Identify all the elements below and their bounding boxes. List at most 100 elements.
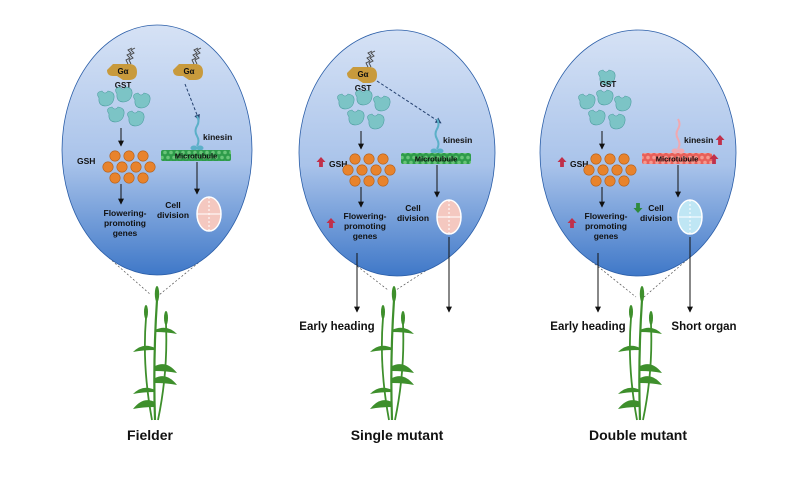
microtubule-label: Microtubule — [656, 155, 699, 164]
dividing-cell-icon — [677, 199, 703, 235]
galpha-gst-complex: Gα — [107, 47, 137, 80]
leaf — [618, 345, 640, 352]
cell-division-label: division — [640, 213, 672, 223]
leaf — [640, 376, 662, 385]
galpha-free: Gα — [173, 47, 203, 80]
cell-division-label: Cell — [165, 200, 181, 210]
gsh-molecule — [625, 164, 637, 176]
flowering-genes-label: genes — [594, 231, 619, 241]
gsh-molecule — [144, 161, 156, 173]
dashed-arrow — [184, 83, 200, 121]
gsh-molecule — [356, 164, 368, 176]
gsh-label: GSH — [77, 156, 95, 166]
gst-protein — [347, 109, 365, 126]
leaf — [155, 327, 177, 334]
leaf — [392, 364, 414, 373]
gsh-molecule — [618, 175, 630, 187]
up-arrow-icon — [715, 135, 725, 145]
gst-protein — [133, 92, 151, 109]
lipid-anchor-icon — [191, 47, 199, 65]
dashed-arrow — [376, 80, 442, 124]
galpha-label: Gα — [117, 67, 128, 76]
gst-protein — [355, 89, 373, 106]
gsh-molecule — [123, 150, 135, 162]
gsh-molecule — [590, 153, 602, 165]
flowering-genes-label: Flowering- — [104, 208, 147, 218]
panel-caption: Fielder — [127, 427, 173, 443]
gsh-molecule — [604, 175, 616, 187]
gst-label: GST — [355, 84, 372, 93]
gsh-molecule — [604, 153, 616, 165]
down-arrow-icon — [633, 203, 643, 213]
up-arrow-icon — [326, 218, 336, 228]
gsh-molecule — [377, 153, 389, 165]
leaf — [133, 400, 155, 409]
microtubule: Microtubule — [642, 153, 712, 164]
gst-protein — [115, 86, 133, 103]
kinesin-label: kinesin — [203, 132, 232, 142]
gsh-molecule — [370, 164, 382, 176]
kinesin-motor — [190, 115, 204, 151]
gsh-molecule — [618, 153, 630, 165]
zoom-line — [337, 251, 389, 291]
microtubule-label: Microtubule — [415, 155, 458, 164]
leaf — [370, 387, 392, 394]
leaf — [133, 345, 155, 352]
panel-2: GαGSTGSHFlowering-promotinggeneskinesinM… — [298, 29, 496, 443]
leaf — [370, 345, 392, 352]
gsh-molecule — [583, 164, 595, 176]
leaf — [618, 400, 640, 409]
gsh-cluster — [102, 150, 156, 184]
gsh-label: GSH — [329, 159, 347, 169]
gsh-molecule — [109, 172, 121, 184]
wheat-plant-icon — [133, 286, 177, 421]
flowering-genes-label: promoting — [344, 221, 386, 231]
zoom-line — [99, 249, 152, 296]
flowering-genes-label: Flowering- — [585, 211, 628, 221]
leaf — [370, 400, 392, 409]
up-arrow-icon — [557, 157, 567, 167]
dividing-cell-icon — [436, 199, 462, 235]
lipid-anchor-icon — [125, 47, 133, 65]
leaf — [133, 387, 155, 394]
dividing-cell-icon — [196, 196, 222, 232]
gst-protein — [596, 89, 614, 106]
flowering-genes-label: Flowering- — [344, 211, 387, 221]
wheat-plant-icon — [370, 286, 414, 421]
kinesin-motor — [430, 118, 444, 154]
outcome-early-heading: Early heading — [299, 321, 374, 333]
up-arrow-icon — [567, 218, 577, 228]
gsh-cluster — [583, 153, 637, 187]
gst-label: GST — [600, 80, 617, 89]
leaf — [618, 387, 640, 394]
leaf — [640, 364, 662, 373]
gst-protein — [337, 93, 355, 110]
cell-division-label: division — [397, 213, 429, 223]
gst-protein — [127, 110, 145, 127]
gsh-molecule — [363, 153, 375, 165]
gsh-molecule — [611, 164, 623, 176]
gsh-molecule — [137, 172, 149, 184]
up-arrow-icon — [709, 154, 719, 164]
flowering-genes-label: genes — [353, 231, 378, 241]
gsh-molecule — [384, 164, 396, 176]
flowering-genes-label: promoting — [104, 218, 146, 228]
gsh-molecule — [363, 175, 375, 187]
panel-3: GSTGSHFlowering-promotinggeneskinesinMic… — [539, 29, 737, 443]
microtubule-label: Microtubule — [175, 152, 218, 161]
gsh-molecule — [130, 161, 142, 173]
microtubule: Microtubule — [161, 150, 231, 161]
gst-protein — [614, 95, 632, 112]
leaf — [640, 327, 662, 334]
gsh-molecule — [377, 175, 389, 187]
flowering-genes-label: promoting — [585, 221, 627, 231]
microtubule: Microtubule — [401, 153, 471, 164]
gsh-molecule — [109, 150, 121, 162]
wheat-plant-icon — [618, 286, 662, 421]
outcome-short-organ: Short organ — [671, 321, 736, 333]
gst-protein — [97, 90, 115, 107]
gst-protein — [608, 113, 626, 130]
flowering-genes-label: genes — [113, 228, 138, 238]
gsh-molecule — [137, 150, 149, 162]
